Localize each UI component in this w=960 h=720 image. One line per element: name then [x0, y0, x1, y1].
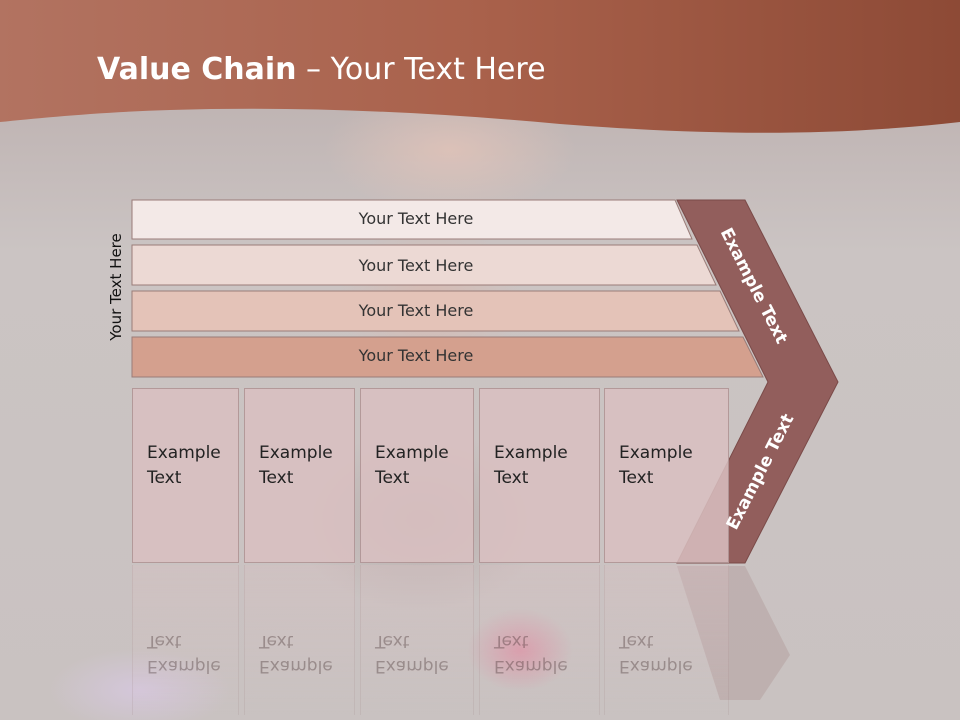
box-1-line1: Example	[147, 443, 221, 463]
bar-1-shape	[131, 199, 693, 240]
header-band	[0, 0, 960, 133]
box-2-line2: Text	[259, 468, 294, 488]
box-5-line2: Text	[619, 468, 654, 488]
box-3-line1: Example	[375, 443, 449, 463]
chevron-shape	[676, 199, 839, 564]
bar-4-shape	[131, 336, 764, 378]
activity-box-3: Example Text	[360, 388, 474, 563]
box-3-line2: Text	[375, 468, 410, 488]
bar-2-label: Your Text Here	[358, 256, 474, 275]
chevron-reflection	[677, 566, 790, 700]
title-rest: – Your Text Here	[296, 52, 546, 87]
activity-box-1: Example Text	[132, 388, 239, 563]
slide-title: Value Chain – Your Text Here	[97, 52, 546, 87]
bar-2-shape	[131, 244, 717, 286]
activity-box-5: Example Text	[604, 388, 729, 563]
activity-box-4: Example Text	[479, 388, 600, 563]
bar-3-label: Your Text Here	[358, 301, 474, 320]
activity-box-2: Example Text	[244, 388, 355, 563]
bar-1-label: Your Text Here	[358, 209, 474, 228]
box-1-line2: Text	[147, 468, 182, 488]
box-2-line1: Example	[259, 443, 333, 463]
title-bold: Value Chain	[97, 52, 297, 87]
box-4-line2: Text	[494, 468, 529, 488]
box-5-line1: Example	[619, 443, 693, 463]
box-4-line1: Example	[494, 443, 568, 463]
bar-3-shape	[131, 290, 740, 332]
bar-4-label: Your Text Here	[358, 346, 474, 365]
